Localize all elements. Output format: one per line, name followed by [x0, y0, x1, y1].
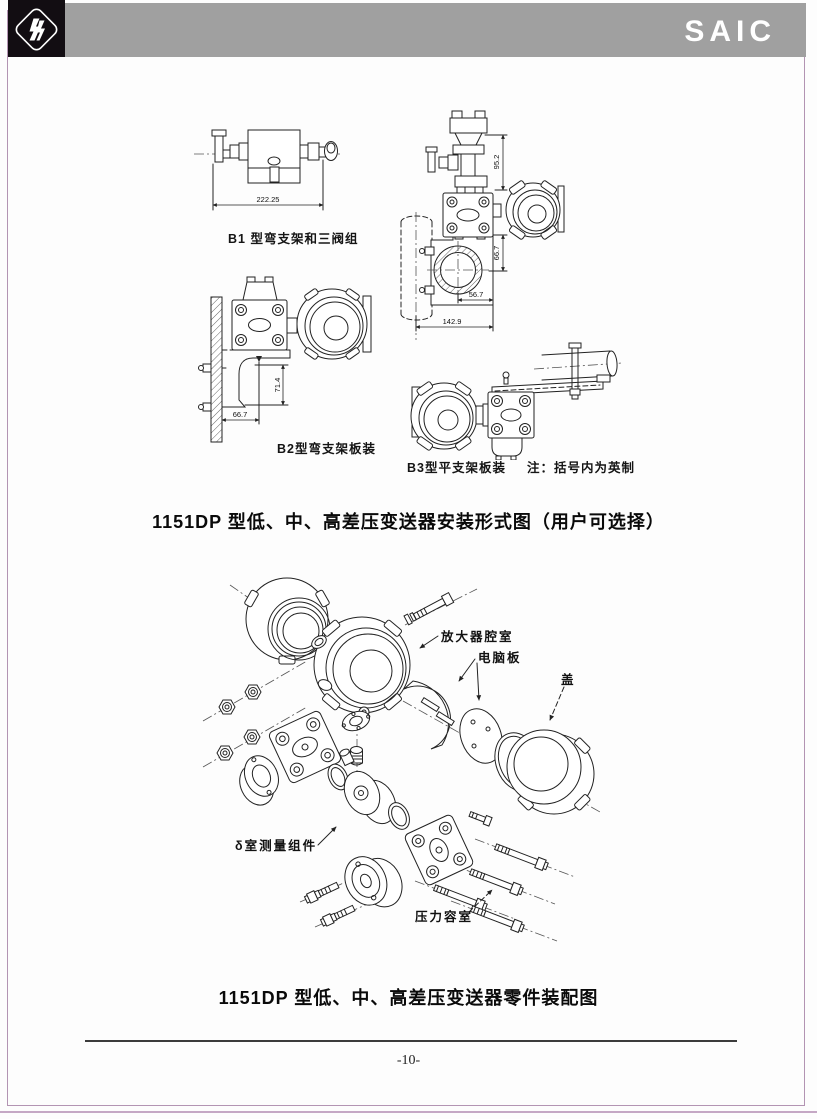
bottom-accent-line — [0, 1111, 817, 1113]
circuit-board-disc — [459, 708, 503, 764]
screw-washers — [403, 611, 417, 626]
figure-b3-bracket — [410, 342, 623, 460]
figure-b1-bracket-manifold: 222.25 — [194, 129, 340, 211]
figure-b2-bracket: 71.4 66.7 — [198, 276, 372, 443]
vent-screw — [410, 591, 455, 622]
label-cover: 盖 — [561, 672, 576, 687]
retainer-bracket — [403, 680, 451, 750]
delta-cell — [327, 748, 410, 830]
caption-b2: B2型弯支架板装 — [277, 442, 376, 456]
side-cap — [239, 755, 279, 806]
header-banner: SAIC — [10, 3, 806, 57]
dim-pipe-height-mid: 66.7 — [492, 246, 501, 261]
caption-b3: B3型平支架板装 — [407, 461, 506, 475]
assembly-figure-title: 1151DP 型低、中、高差压变送器零件装配图 — [218, 988, 599, 1008]
dim-pipe-width-total: 142.9 — [443, 317, 462, 326]
figure-pipe-mount: 95.2 66.7 56.7 142.9 — [400, 110, 565, 340]
amplifier-housing — [311, 616, 411, 718]
mount-washer — [341, 710, 371, 732]
note-imperial: 注：括号内为英制 — [527, 461, 636, 475]
figure-exploded-view: 放大器腔室 电脑板 盖 δ室测量组件 压力容室 — [202, 577, 601, 942]
dim-pipe-height-top: 95.2 — [492, 155, 501, 170]
dim-b1-width: 222.25 — [257, 195, 280, 204]
flange-bolt — [468, 868, 524, 897]
label-pressure-chamber: 压力容室 — [415, 909, 473, 924]
installation-figure-title: 1151DP 型低、中、高差压变送器安装形式图（用户可选择） — [152, 512, 665, 532]
hex-nuts — [216, 684, 262, 761]
dim-b2-depth: 66.7 — [233, 410, 248, 419]
label-circuit-board: 电脑板 — [478, 650, 522, 665]
drain-screw — [468, 811, 493, 827]
dim-b2-height: 71.4 — [273, 378, 282, 393]
label-amplifier-chamber: 放大器腔室 — [440, 629, 514, 644]
si-diamond-logo-icon — [8, 0, 65, 57]
rear-cover — [506, 729, 595, 815]
cap-bolt — [319, 904, 356, 927]
process-flange-upper — [268, 710, 342, 784]
pressure-flange — [404, 814, 474, 886]
caption-b1: B1 型弯支架和三阀组 — [228, 232, 359, 246]
page-number: -10- — [396, 1053, 421, 1068]
adapter-cap — [344, 856, 403, 908]
flange-bolt — [469, 905, 525, 934]
cap-bolt — [303, 881, 340, 904]
dim-pipe-offset: 56.7 — [469, 290, 484, 299]
flange-bolt — [493, 843, 549, 872]
label-delta-cell: δ室测量组件 — [235, 838, 317, 853]
footer-rule — [85, 1040, 737, 1042]
brand-text: SAIC — [684, 15, 776, 48]
